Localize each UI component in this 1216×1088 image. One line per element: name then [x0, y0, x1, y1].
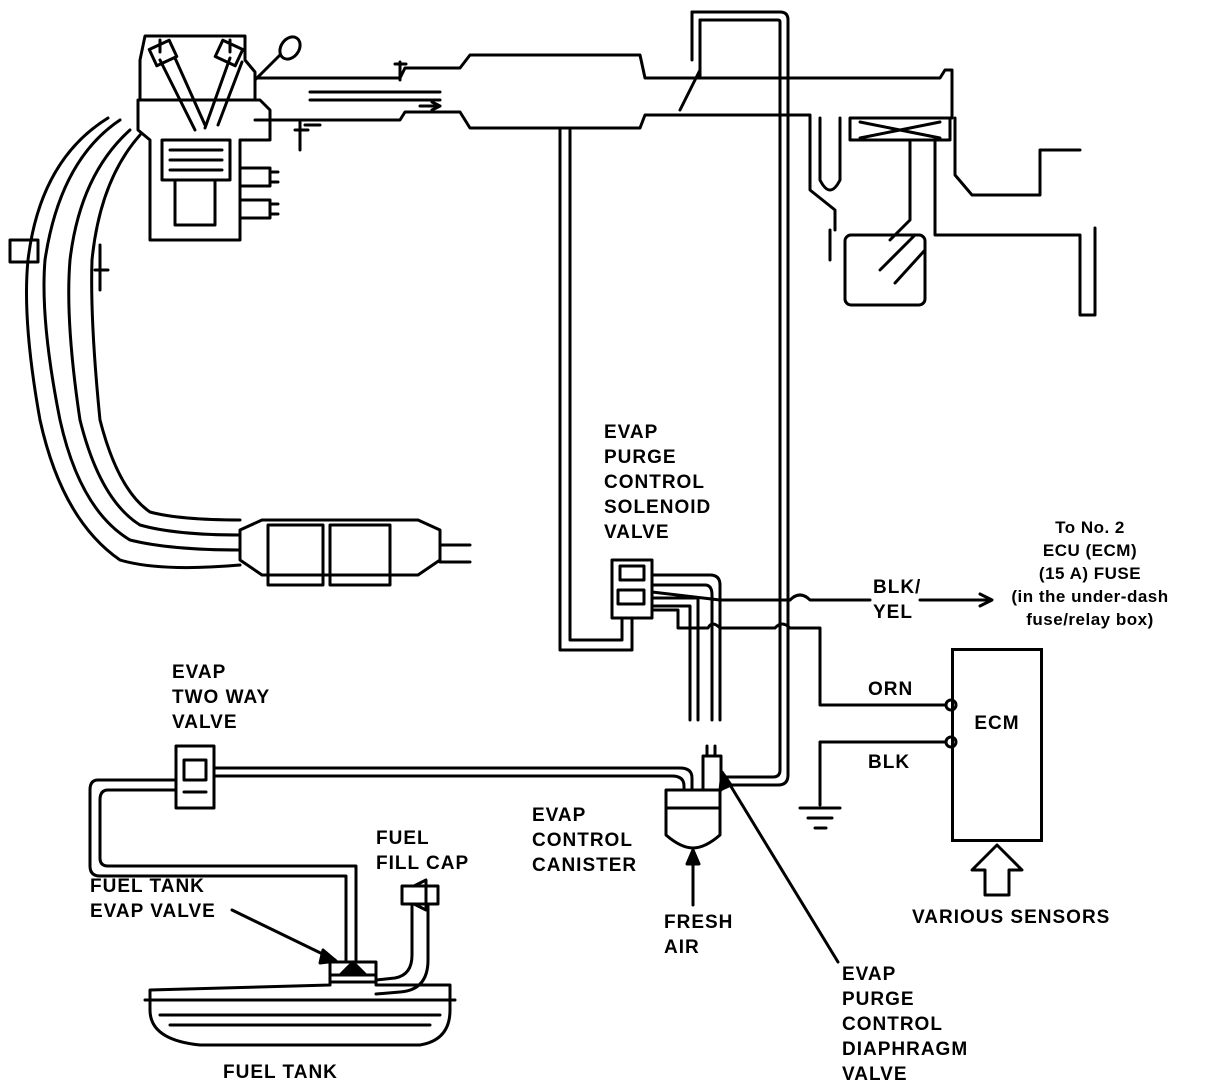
two-way-to-canister-hose: [212, 766, 694, 792]
label-line: ECU (ECM): [1042, 541, 1138, 560]
canister-to-intake-hose: [690, 10, 790, 787]
label-line: EVAP: [532, 805, 587, 826]
canister-label: EVAP CONTROL CANISTER: [532, 803, 637, 878]
fuel-tank-evap-valve-label: FUEL TANK EVAP VALVE: [90, 874, 216, 924]
purge-vacuum-hose: [558, 128, 634, 652]
two-way-to-tank-hose: [88, 778, 358, 962]
various-sensors-arrow: [970, 843, 1024, 897]
two-way-valve: [158, 744, 216, 810]
label-line: AIR: [664, 937, 700, 958]
label-line: EVAP VALVE: [90, 901, 216, 922]
label-line: (in the under-dash: [1011, 587, 1169, 606]
fuel-fill-cap: [374, 878, 440, 996]
label-line: FRESH: [664, 912, 734, 933]
evap-canister: [664, 744, 723, 850]
label-line: FUEL: [376, 828, 430, 849]
label-line: TWO WAY: [172, 687, 271, 708]
fuse-label: To No. 2 ECU (ECM) (15 A) FUSE (in the u…: [972, 516, 1208, 631]
label-line: YEL: [873, 602, 913, 623]
leader-lines: [230, 770, 840, 965]
purge-solenoid-valve: [610, 558, 722, 722]
two-way-valve-label: EVAP TWO WAY VALVE: [172, 660, 270, 735]
fresh-air-label: FRESH AIR: [664, 910, 733, 960]
label-line: VALVE: [604, 522, 670, 543]
ecm-box: ECM: [951, 648, 1043, 842]
label-line: CONTROL: [604, 472, 705, 493]
various-sensors-label: VARIOUS SENSORS: [912, 907, 1111, 928]
label-line: BLK/: [873, 577, 922, 598]
purge-solenoid-label: EVAP PURGE CONTROL SOLENOID VALVE: [604, 420, 711, 545]
electrical-wires: [650, 590, 994, 830]
exhaust-system: [8, 116, 472, 587]
label-line: CONTROL: [842, 1014, 943, 1035]
air-intake-duct: [698, 68, 1097, 317]
label-line: EVAP: [172, 662, 227, 683]
blk-wire-label: BLK: [868, 752, 911, 773]
orn-wire-label: ORN: [868, 679, 914, 700]
label-line: DIAPHRAGM: [842, 1039, 969, 1060]
label-line: To No. 2: [1055, 518, 1125, 537]
label-line: EVAP: [604, 422, 659, 443]
fuel-fill-cap-label: FUEL FILL CAP: [376, 826, 469, 876]
label-line: fuse/relay box): [1026, 610, 1154, 629]
fuel-tank-label: FUEL TANK: [223, 1062, 338, 1083]
purge-diaphragm-label: EVAP PURGE CONTROL DIAPHRAGM VALVE: [842, 962, 968, 1087]
intake-manifold: [253, 53, 702, 152]
label-line: SOLENOID: [604, 497, 712, 518]
fuel-tank: [143, 960, 457, 1047]
label-line: CANISTER: [532, 855, 638, 876]
label-line: PURGE: [842, 989, 915, 1010]
label-line: VALVE: [172, 712, 238, 733]
label-line: CONTROL: [532, 830, 633, 851]
blk-yel-wire-label: BLK/ YEL: [873, 575, 921, 625]
label-line: FUEL TANK: [90, 876, 205, 897]
label-line: EVAP: [842, 964, 897, 985]
label-line: (15 A) FUSE: [1038, 564, 1142, 583]
label-line: PURGE: [604, 447, 677, 468]
label-line: VALVE: [842, 1064, 908, 1085]
ecm-label: ECM: [974, 713, 1020, 734]
engine-block: [136, 34, 302, 242]
label-line: FILL CAP: [376, 853, 470, 874]
